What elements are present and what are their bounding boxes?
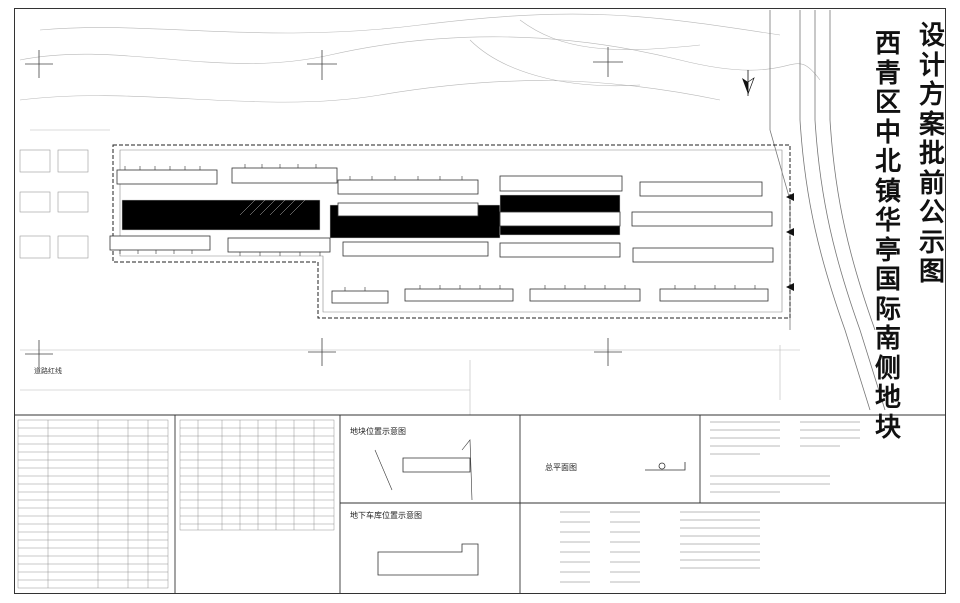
building-ticks (119, 164, 756, 291)
context-linework (19, 13, 821, 415)
buildings-row-2 (337, 202, 773, 227)
entrance-arrows (786, 193, 794, 291)
legend-lines (560, 421, 860, 583)
plan-label: 总平面图 (545, 463, 577, 472)
buildings-row-3 (109, 235, 774, 263)
indicator-table-2 (179, 419, 335, 531)
left-context-buildings (19, 149, 89, 259)
grid-crosshairs (25, 47, 623, 368)
north-arrow-icon (742, 70, 755, 96)
road-label: 道路红线 (34, 367, 62, 375)
buildings-row-4 (331, 288, 769, 304)
project-title: 西青区中北镇华亭国际南侧地块 (874, 29, 901, 443)
green-hatch (239, 199, 306, 216)
buildings-row-1 (116, 167, 763, 197)
basement-inset-title: 地下车库位置示意图 (350, 511, 422, 520)
road-lines (769, 10, 886, 411)
drawing-frame (14, 8, 946, 594)
section-symbol (645, 462, 686, 471)
location-inset-shape (374, 439, 473, 501)
info-block-dividers (14, 414, 946, 594)
indicator-table-1 (17, 419, 169, 589)
basement-inset-shape (377, 543, 479, 576)
location-inset-title: 地块位置示意图 (350, 427, 406, 436)
site-boundary (112, 144, 791, 319)
drawing-subtitle: 设计方案批前公示图 (918, 21, 945, 287)
